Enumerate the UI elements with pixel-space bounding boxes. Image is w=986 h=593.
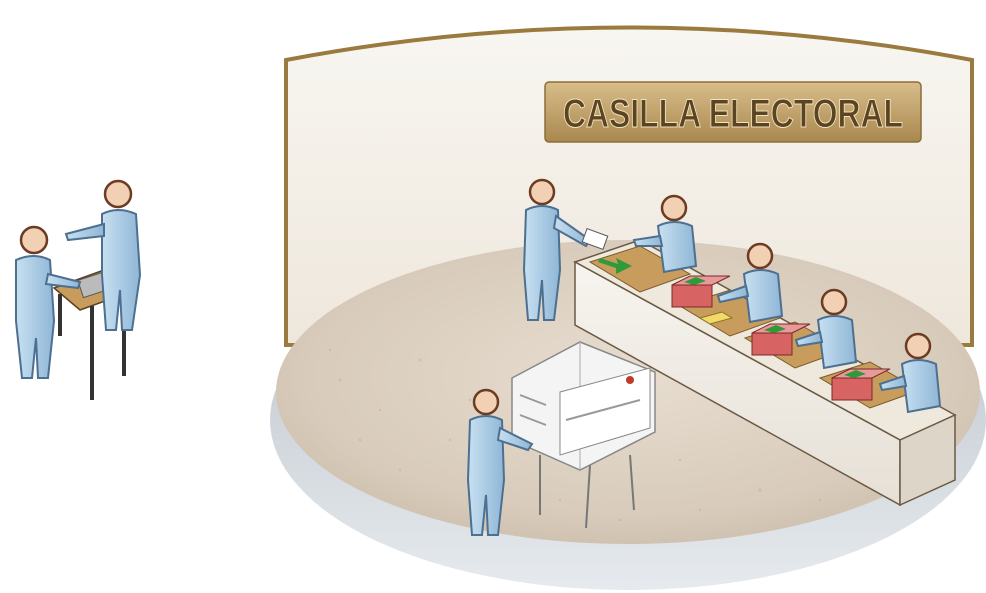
sign-title: CASILLA ELECTORAL (563, 92, 903, 136)
casilla-sign: CASILLA ELECTORAL (545, 82, 921, 142)
left-desk-scene (16, 181, 140, 400)
